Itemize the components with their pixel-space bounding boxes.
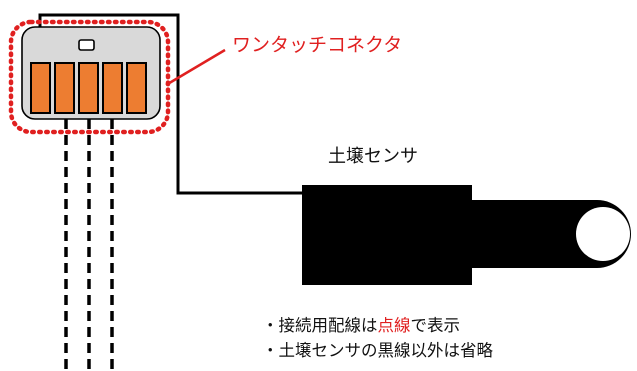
note-text: 土壌センサの黒線以外は省略: [278, 341, 494, 360]
connector-terminal-5: [126, 62, 147, 114]
connector-terminal-3: [78, 62, 99, 114]
note-emphasis-text: 点線: [377, 316, 411, 335]
note-bullet: ・: [262, 341, 279, 360]
note-omitted-wires: ・土壌センサの黒線以外は省略: [262, 338, 493, 363]
connector-lever-slot: [78, 39, 95, 51]
connector-label: ワンタッチコネクタ: [232, 34, 403, 56]
connector-highlight-outline: [8, 19, 171, 135]
note-text: で表示: [410, 316, 461, 335]
note-dashed-wiring: ・接続用配線は点線で表示: [262, 313, 493, 338]
connector-terminal-4: [102, 62, 123, 114]
note-bullet: ・: [262, 316, 279, 335]
connector-terminal-2: [54, 62, 75, 114]
soil-sensor-hole: [576, 207, 630, 261]
notes-block: ・接続用配線は点線で表示 ・土壌センサの黒線以外は省略: [262, 313, 493, 363]
soil-sensor-label: 土壌センサ: [328, 146, 418, 167]
connector-pointer-line: [165, 48, 226, 87]
note-text: 接続用配線は: [278, 316, 378, 335]
soil-sensor-body: [302, 185, 472, 285]
connector-terminal-1: [30, 62, 51, 114]
